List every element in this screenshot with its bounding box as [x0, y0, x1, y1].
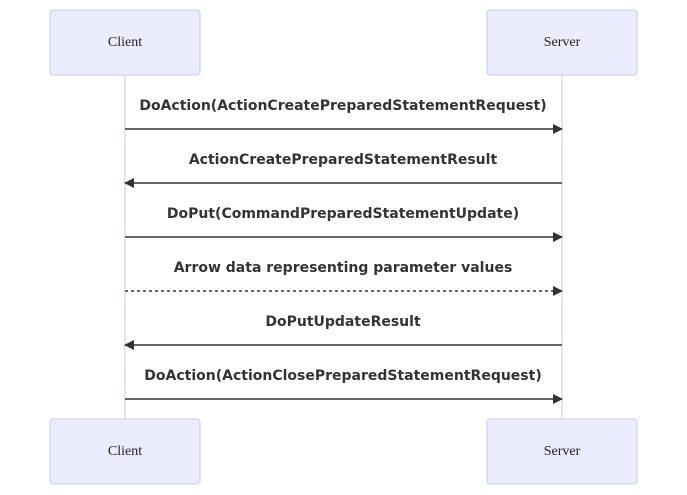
server-actor-top-label: Server — [544, 35, 581, 50]
client-actor-bottom-label: Client — [108, 444, 142, 459]
message-label: DoPut(CommandPreparedStatementUpdate) — [167, 206, 519, 222]
message-doput-update-result: DoPutUpdateResult — [124, 314, 562, 350]
client-actor-top: Client — [49, 9, 201, 76]
server-actor-bottom-label: Server — [544, 444, 581, 459]
client-actor-bottom: Client — [49, 418, 201, 485]
message-arrow-data-parameters: Arrow data representing parameter values — [125, 260, 563, 296]
message-label: ActionCreatePreparedStatementResult — [189, 152, 498, 168]
message-close-prepared-statement-request: DoAction(ActionClosePreparedStatementReq… — [125, 368, 563, 404]
message-label: Arrow data representing parameter values — [174, 260, 513, 276]
message-label: DoPutUpdateResult — [265, 314, 421, 330]
server-actor-bottom: Server — [486, 418, 638, 485]
message-doput-command-update: DoPut(CommandPreparedStatementUpdate) — [125, 206, 563, 242]
message-label: DoAction(ActionClosePreparedStatementReq… — [144, 368, 541, 384]
message-label: DoAction(ActionCreatePreparedStatementRe… — [139, 98, 546, 114]
message-create-prepared-statement-result: ActionCreatePreparedStatementResult — [124, 152, 562, 188]
client-actor-top-label: Client — [108, 35, 142, 50]
server-actor-top: Server — [486, 9, 638, 76]
message-create-prepared-statement-request: DoAction(ActionCreatePreparedStatementRe… — [125, 98, 563, 134]
